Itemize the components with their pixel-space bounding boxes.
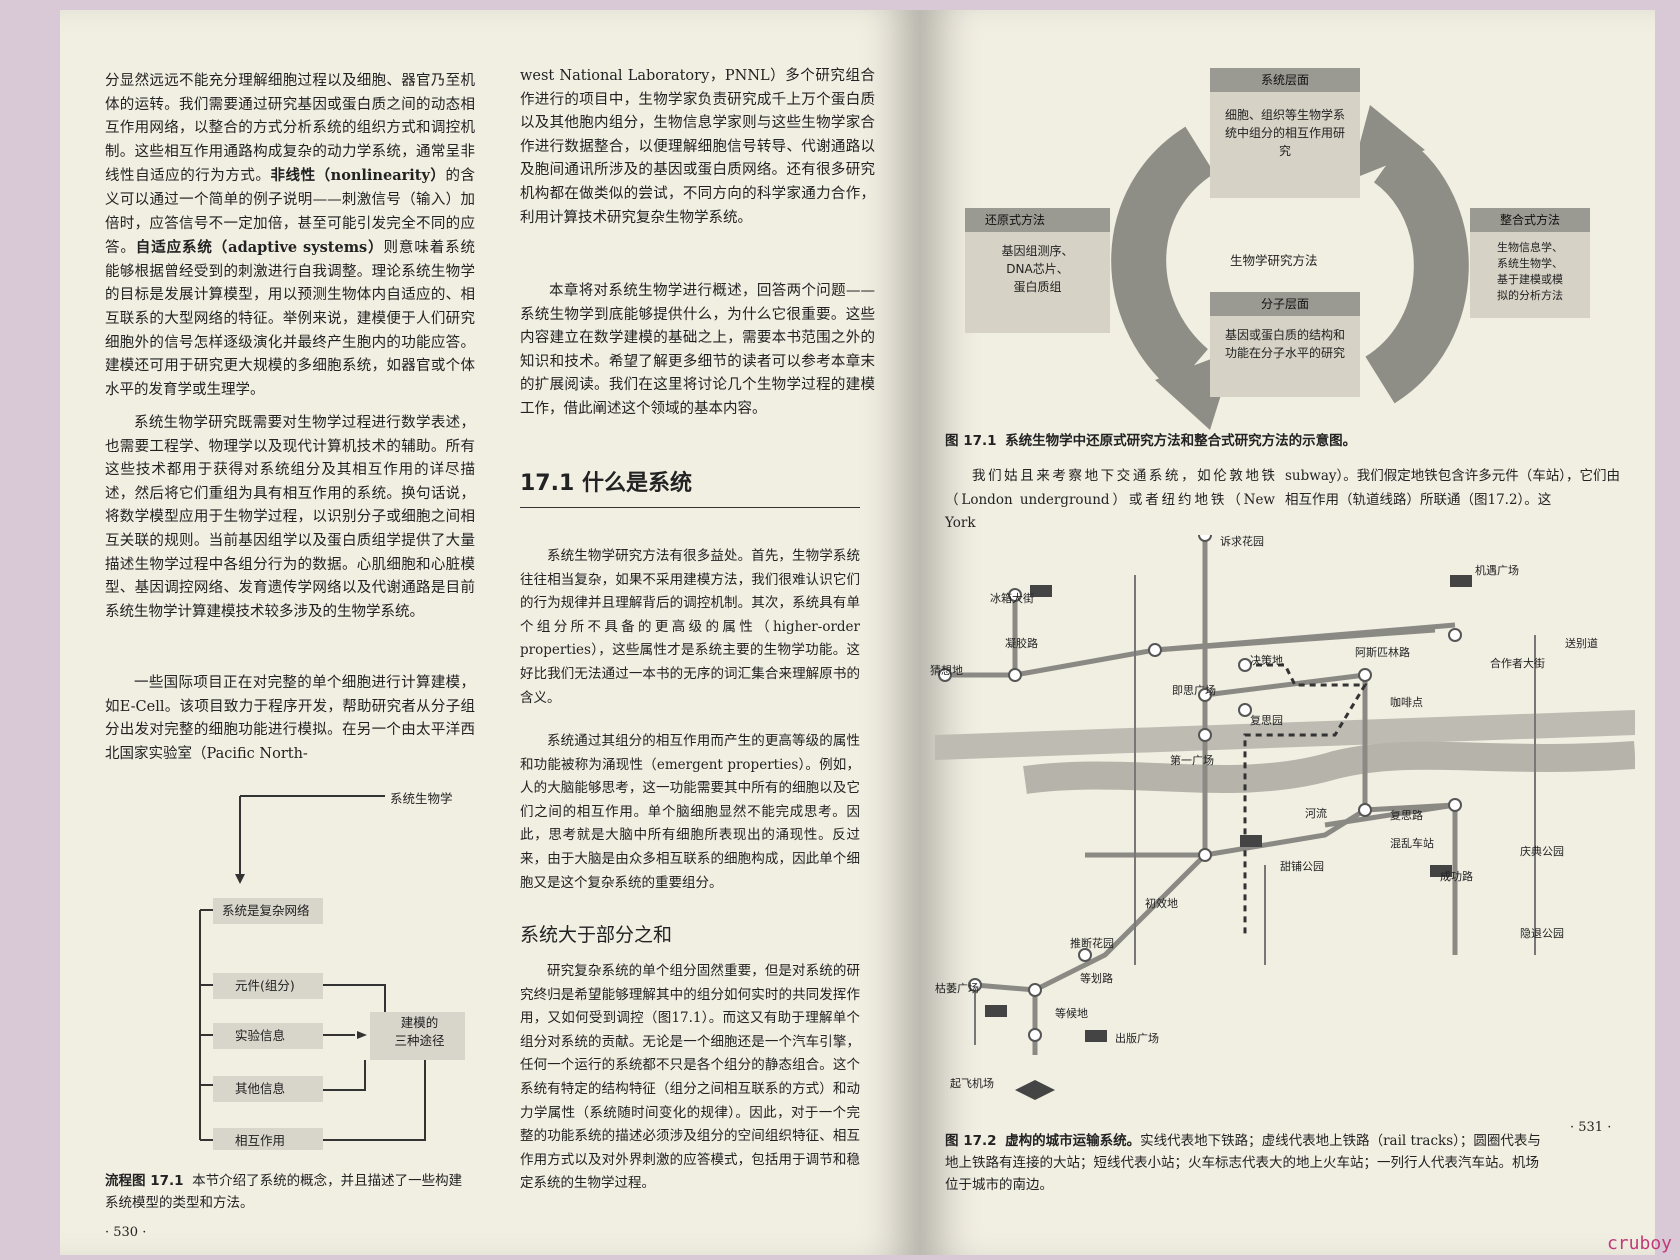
left-page-number: · 530 · <box>105 1225 147 1240</box>
station-label: 送别道 <box>1565 637 1598 650</box>
fig1-molecular-level: 分子层面 基因或蛋白质的结构和功能在分子水平的研究 <box>1210 292 1360 397</box>
left-col2-para5: 研究复杂系统的单个组分固然重要，但是对系统的研究终归是希望能够理解其中的组分如何… <box>520 963 860 1192</box>
left-col2-para3: 系统生物学研究方法有很多益处。首先，生物学系统往往相当复杂，如果不采用建模方法，… <box>520 548 860 706</box>
left-col2-para2: 本章将对系统生物学进行概述，回答两个问题——系统生物学到底能够提供什么，为什么它… <box>520 283 875 417</box>
fig1-reductionist: 还原式方法 基因组测序、 DNA芯片、 蛋白质组 <box>965 208 1110 333</box>
subsection-title: 系统大于部分之和 <box>520 924 673 946</box>
station-label: 即思广场 <box>1172 684 1216 697</box>
left-col2-para1: west National Laboratory，PNNL）多个研究组合作进行的… <box>520 68 875 226</box>
station-label: 枯萎广场 <box>935 982 979 995</box>
right-page: 系统层面 细胞、组织等生物学系统中组分的相互作用研究 还原式方法 基因组测序、 … <box>920 10 1655 1255</box>
fig1-integrative: 整合式方法 生物信息学、 系统生物学、 基于建模或模 拟的分析方法 <box>1470 208 1590 318</box>
flow-item-components: 元件(组分) <box>235 978 295 993</box>
flowchart-caption: 流程图 17.1 本节介绍了系统的概念，并且描述了一些构建系统模型的类型和方法。 <box>105 1173 463 1211</box>
station-label: 等候地 <box>1055 1007 1088 1020</box>
fig1-system-level: 系统层面 细胞、组织等生物学系统中组分的相互作用研究 <box>1210 68 1360 198</box>
station-label: 隐退公园 <box>1520 927 1564 940</box>
flowchart-17-1 <box>199 795 465 1150</box>
flow-network-label: 系统是复杂网络 <box>222 903 310 918</box>
left-col2-para4: 系统通过其组分的相互作用而产生的更高等级的属性和功能被称为涌现性（emergen… <box>520 733 860 891</box>
open-book: 分显然远远不能充分理解细胞过程以及细胞、器官乃至机体的运转。我们需要通过研究基因… <box>40 10 1655 1260</box>
flow-model-label: 建模的 三种途径 <box>394 1015 445 1048</box>
station-label: 庆典公园 <box>1520 845 1564 858</box>
fig1-caption: 图 17.1 系统生物学中还原式研究方法和整合式研究方法的示意图。 <box>945 433 1357 449</box>
station-label: 机遇广场 <box>1475 564 1519 577</box>
section-rule <box>520 507 860 508</box>
station-label: 混乱车站 <box>1390 837 1434 850</box>
station-label: 等划路 <box>1080 972 1113 985</box>
figure-17-2-map <box>935 535 1635 1100</box>
station-label: 复思路 <box>1390 809 1423 822</box>
section-title-17-1: 17.1 什么是系统 <box>520 471 692 496</box>
station-label: 起飞机场 <box>950 1077 994 1090</box>
station-label: 甜铺公园 <box>1280 860 1324 873</box>
station-label: 诉求花园 <box>1220 535 1264 548</box>
station-label: 河流 <box>1305 807 1327 820</box>
right-page-number: · 531 · <box>1570 1120 1612 1135</box>
fig1-center-label: 生物学研究方法 <box>1230 253 1318 268</box>
station-label: 合作者大街 <box>1490 657 1545 670</box>
left-col1-para1: 分显然远远不能充分理解细胞过程以及细胞、器官乃至机体的运转。我们需要通过研究基因… <box>105 73 476 398</box>
fig2-caption: 图 17.2 虚构的城市运输系统。实线代表地下铁路；虚线代表地上铁路（rail … <box>945 1133 1541 1193</box>
left-col1-para3: 一些国际项目正在对完整的单个细胞进行计算建模，如E-Cell。该项目致力于程序开… <box>105 675 475 762</box>
station-label: 推断花园 <box>1070 937 1114 950</box>
station-label: 成功路 <box>1440 870 1473 883</box>
station-label: 出版广场 <box>1115 1032 1159 1045</box>
flow-item-experiment: 实验信息 <box>235 1028 286 1043</box>
station-label: 第一广场 <box>1170 754 1214 767</box>
station-label: 冰箱大街 <box>990 592 1034 605</box>
left-col1-para2: 系统生物学研究既需要对生物学过程进行数学表述，也需要工程学、物理学以及现代计算机… <box>105 415 475 620</box>
watermark: cruboy <box>1606 1233 1672 1254</box>
station-label: 复思园 <box>1250 714 1283 727</box>
station-label: 咖啡点 <box>1390 696 1423 709</box>
station-label: 阿斯匹林路 <box>1355 646 1410 659</box>
right-text-right: subway）。我们假定地铁包含许多元件（车站），它们由相互作用（轨道线路）所联… <box>1285 468 1620 508</box>
station-label: 猜想地 <box>930 664 963 677</box>
station-label: 初效地 <box>1145 897 1178 910</box>
left-page: 分显然远远不能充分理解细胞过程以及细胞、器官乃至机体的运转。我们需要通过研究基因… <box>60 10 920 1255</box>
flow-item-interaction: 相互作用 <box>235 1133 286 1148</box>
flow-top-label: 系统生物学 <box>390 791 453 806</box>
flow-item-other: 其他信息 <box>235 1081 286 1096</box>
station-label: 决策地 <box>1250 654 1283 667</box>
station-label: 凝胶路 <box>1005 637 1038 650</box>
right-text-left: 我们姑且来考察地下交通系统，如伦敦地铁（London underground）或… <box>945 468 1275 532</box>
